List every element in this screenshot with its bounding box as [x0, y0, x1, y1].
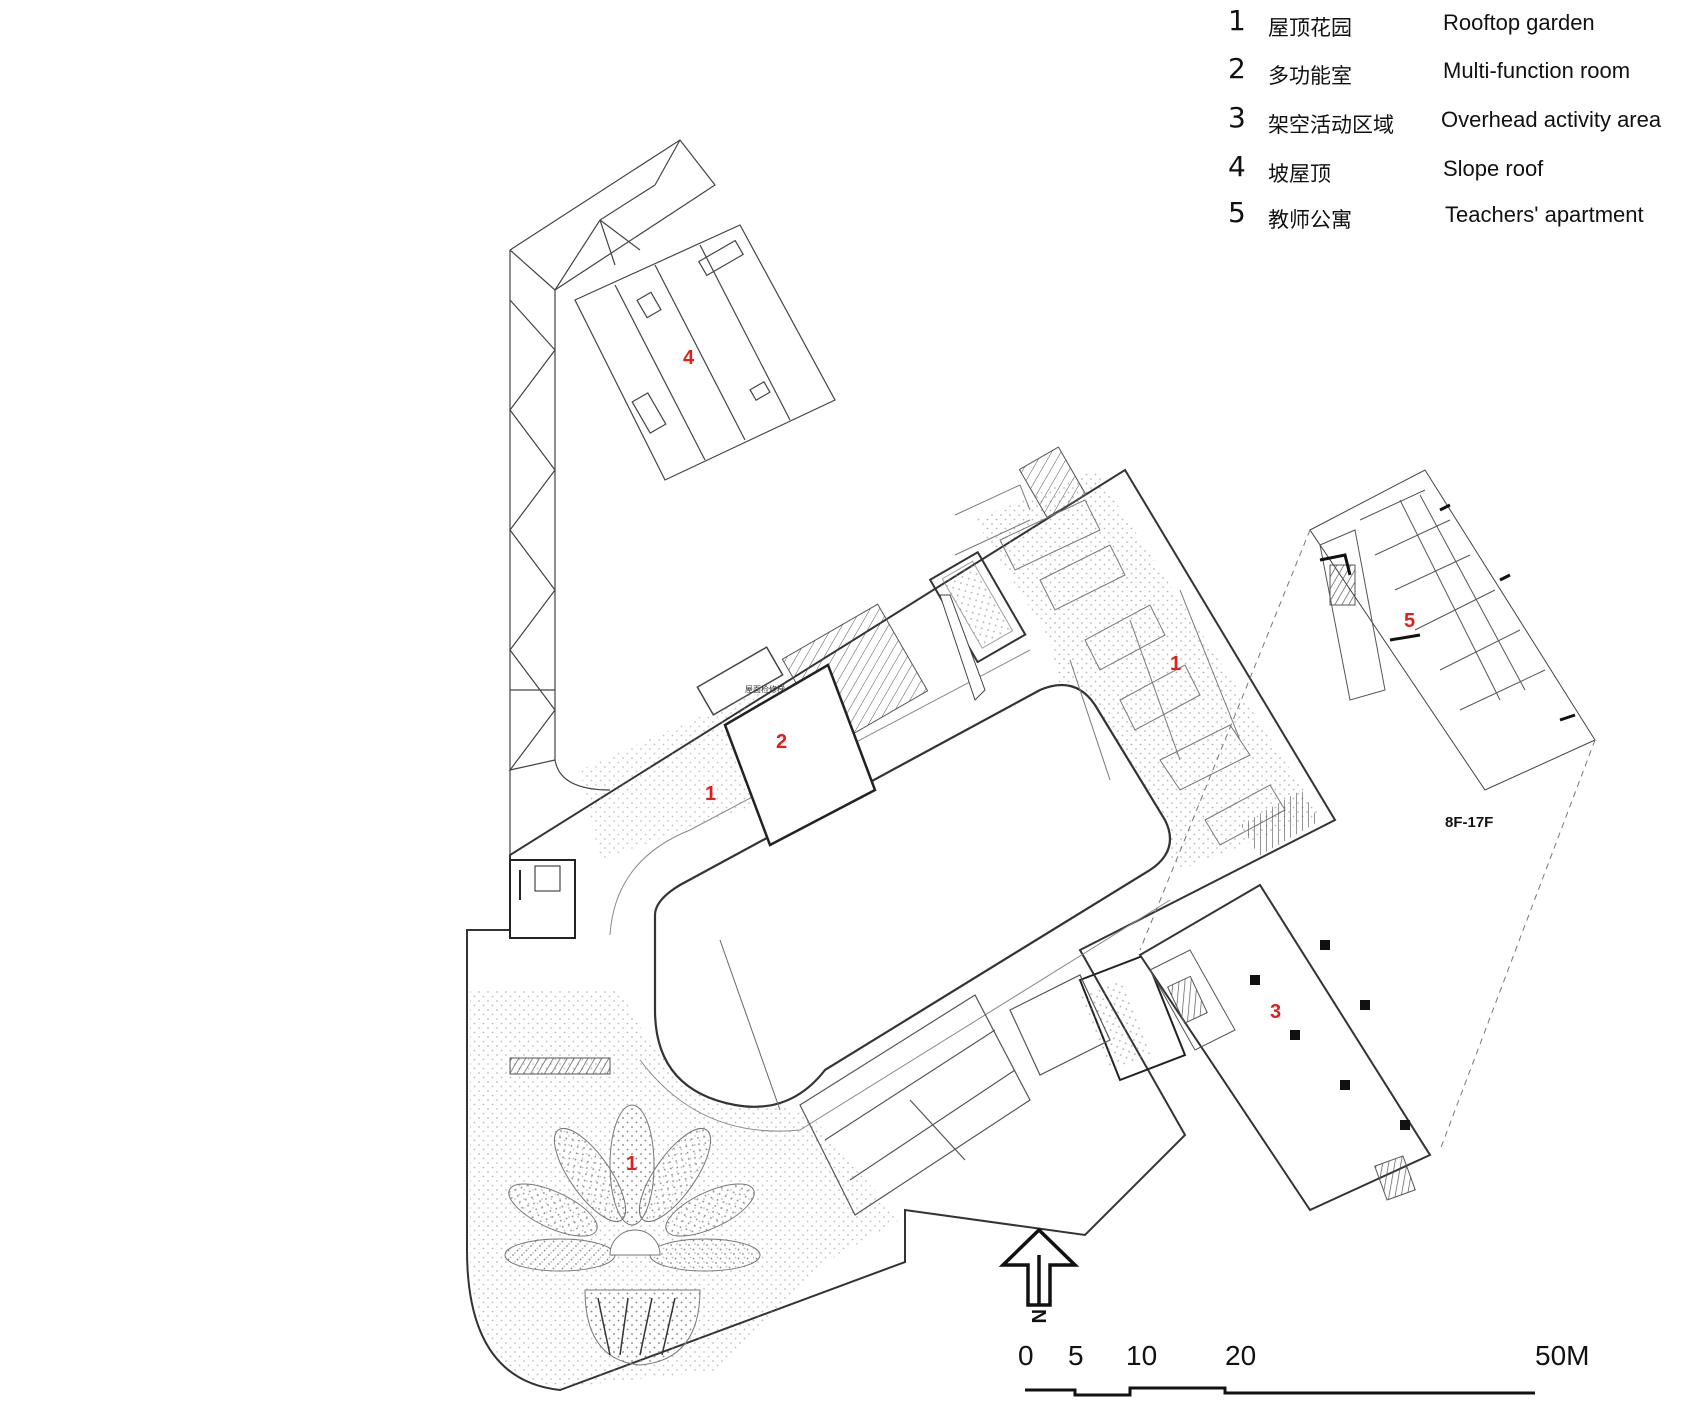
- zone-label-apartment: 5: [1404, 610, 1415, 632]
- scale-label-10: 10: [1126, 1340, 1157, 1371]
- scale-bar: 0 5 10 20 50M: [1018, 1340, 1589, 1397]
- canopy-structure: [508, 139, 716, 855]
- legend-cn: 架空活动区域: [1268, 113, 1394, 137]
- zone-label-multi-function: 2: [776, 731, 787, 753]
- legend-en: Overhead activity area: [1441, 107, 1662, 132]
- legend-num: 2: [1228, 52, 1246, 85]
- legend-cn: 坡屋顶: [1268, 162, 1331, 186]
- north-letter: N: [1027, 1309, 1049, 1323]
- legend-en: Teachers' apartment: [1445, 202, 1644, 227]
- apartment-plan: [1309, 469, 1596, 791]
- zone-label-roof-garden-west: 1: [705, 783, 716, 805]
- stair-tag: 屋面检修梯: [745, 684, 785, 694]
- legend-cn: 多功能室: [1268, 64, 1352, 88]
- legend-num: 3: [1228, 101, 1246, 134]
- zone-label-slope-roof: 4: [683, 347, 695, 369]
- scale-label-5: 5: [1068, 1340, 1084, 1371]
- projection-lines: [1139, 529, 1596, 1151]
- zone-label-roof-garden-south: 1: [626, 1153, 637, 1175]
- legend-num: 5: [1228, 196, 1246, 229]
- north-arrow: N: [998, 1227, 1080, 1323]
- multi-function-room: [723, 594, 986, 847]
- legend-en: Rooftop garden: [1443, 10, 1595, 35]
- scale-label-0: 0: [1018, 1340, 1034, 1371]
- legend-num: 4: [1228, 150, 1246, 183]
- apartment-floor-range: 8F-17F: [1445, 814, 1493, 831]
- scale-label-50m: 50M: [1535, 1340, 1589, 1371]
- slope-roof: [574, 224, 836, 481]
- legend-num: 1: [1228, 4, 1246, 37]
- scale-label-20: 20: [1225, 1340, 1256, 1371]
- legend-en: Slope roof: [1443, 156, 1544, 181]
- east-wing-rooms: [928, 484, 1286, 846]
- zone-label-roof-garden-east: 1: [1170, 653, 1181, 675]
- south-wing-rooms: [799, 953, 1187, 1216]
- legend-cn: 屋顶花园: [1268, 16, 1352, 40]
- petal-garden: [504, 1057, 761, 1366]
- overhead-area: [1138, 883, 1432, 1212]
- legend-en: Multi-function room: [1443, 58, 1631, 83]
- zone-label-overhead-area: 3: [1270, 1001, 1281, 1023]
- legend-cn: 教师公寓: [1268, 208, 1352, 232]
- west-core: [509, 859, 576, 939]
